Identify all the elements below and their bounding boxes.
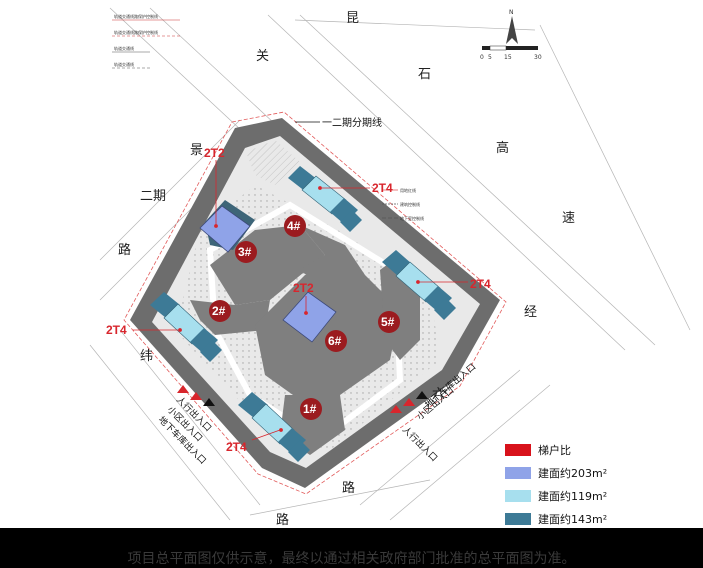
mid-line-label-3: 地下室控制线	[400, 215, 424, 221]
building-marker-2: 2#	[209, 300, 231, 322]
building-number-6: 6#	[328, 334, 342, 348]
legend-row-ratio: 梯户比	[505, 438, 620, 461]
road-erqi: 二期	[140, 189, 166, 204]
scale-tick-30: 30	[534, 54, 542, 61]
scale-tick-0: 0	[480, 54, 484, 61]
building-marker-5: 5#	[378, 311, 400, 333]
legend-row-143: 建面约143m²	[505, 507, 620, 530]
tag-2t4-north: 2T4	[372, 181, 393, 195]
legend-label-203: 建面约203m²	[538, 466, 608, 480]
road-liu: 六	[432, 387, 445, 402]
topleft-line-label-1: 轨道交通线路保护控制线	[114, 13, 158, 19]
tag-2t2-center: 2T2	[293, 281, 314, 295]
building-number-5: 5#	[381, 315, 395, 329]
building-number-2: 2#	[212, 304, 226, 318]
north-arrow: N	[506, 9, 518, 44]
building-number-1: 1#	[303, 402, 317, 416]
road-shi: 石	[418, 67, 431, 82]
building-marker-6: 6#	[325, 330, 347, 352]
tower-203-a	[199, 200, 255, 253]
tower-2t4-north	[288, 166, 362, 232]
tower-203-b	[282, 291, 337, 343]
building-marker-4: 4#	[284, 215, 306, 237]
road-lu-bottom-2: 路	[276, 512, 289, 528]
legend-row-119: 建面约119m²	[505, 484, 620, 507]
legend: 梯户比 建面约203m² 建面约119m² 建面约143m²	[505, 438, 620, 530]
tag-leaders	[133, 160, 468, 441]
tag-2t4-east: 2T4	[470, 277, 491, 291]
road-gao: 高	[496, 140, 509, 156]
building-markers: 1# 2# 3# 4# 5# 6#	[209, 215, 400, 420]
legend-row-203: 建面约203m²	[505, 461, 620, 484]
topleft-line-label-4: 轨道交通线	[114, 61, 134, 67]
building-marker-1: 1#	[300, 398, 322, 420]
building-number-3: 3#	[238, 245, 252, 259]
scale-tick-5: 5	[488, 54, 492, 61]
road-su: 速	[562, 211, 575, 226]
mid-line-label-1: 用地红线	[400, 187, 416, 193]
legend-label-143: 建面约143m²	[538, 512, 608, 526]
footer-disclaimer: 项目总平面图仅供示意，最终以通过相关政府部门批准的总平面图为准。	[127, 551, 576, 567]
building-number-4: 4#	[287, 219, 301, 233]
scale-tick-15: 15	[504, 54, 512, 61]
legend-swatch-203	[505, 466, 531, 479]
road-guan: 关	[256, 49, 269, 64]
entrance-markers-se	[390, 391, 428, 413]
footer-bar: 项目总平面图仅供示意，最终以通过相关政府部门批准的总平面图为准。	[0, 528, 703, 568]
legend-swatch-119	[505, 489, 531, 502]
internal-road	[206, 201, 404, 444]
legend-swatch-143	[505, 512, 531, 525]
topleft-line-label-2: 轨道交通线路保护控制线	[114, 29, 158, 35]
legend-label-ratio: 梯户比	[538, 443, 571, 457]
road-lu-bottom-1: 路	[342, 480, 355, 496]
road-kun: 昆	[346, 11, 359, 26]
legend-swatch-ratio	[505, 443, 531, 456]
road-jing: 经	[524, 305, 537, 320]
road-lu-left: 路	[118, 242, 131, 258]
mid-line-label-2: 建筑控制线	[400, 201, 420, 207]
road-wei: 纬	[140, 349, 153, 364]
phase-two-area	[246, 140, 300, 185]
site-plan: 一二期分期线 昆 石 高 速 关 景 二期 路 纬 经 六 路 路 轨道交通线路…	[89, 7, 691, 528]
road-jing-top: 景	[190, 143, 203, 158]
red-line	[123, 111, 507, 495]
legend-label-119: 建面约119m²	[538, 489, 608, 503]
tag-2t4-west: 2T4	[106, 323, 127, 337]
scale-bar: 0 5 15 30	[480, 45, 542, 61]
entrance-markers-sw	[177, 385, 215, 406]
north-label: N	[509, 9, 514, 16]
tag-2t4-south: 2T4	[226, 440, 247, 454]
mid-line-legend: 用地红线 建筑控制线 地下室控制线	[382, 187, 424, 221]
tower-2t4-south	[238, 392, 310, 462]
entrance-se-pedestrian: 人行出入口	[400, 424, 440, 464]
topleft-line-legend: 轨道交通线路保护控制线 轨道交通线路保护控制线 轨道交通线 轨道交通线	[112, 13, 180, 69]
tag-2t2-west: 2T2	[204, 146, 225, 160]
road-lines	[89, 7, 691, 521]
building-marker-3: 3#	[235, 241, 257, 263]
topleft-line-label-3: 轨道交通线	[114, 45, 134, 51]
tower-2t4-west	[150, 292, 222, 362]
phase-line-label: 一二期分期线	[322, 116, 382, 129]
